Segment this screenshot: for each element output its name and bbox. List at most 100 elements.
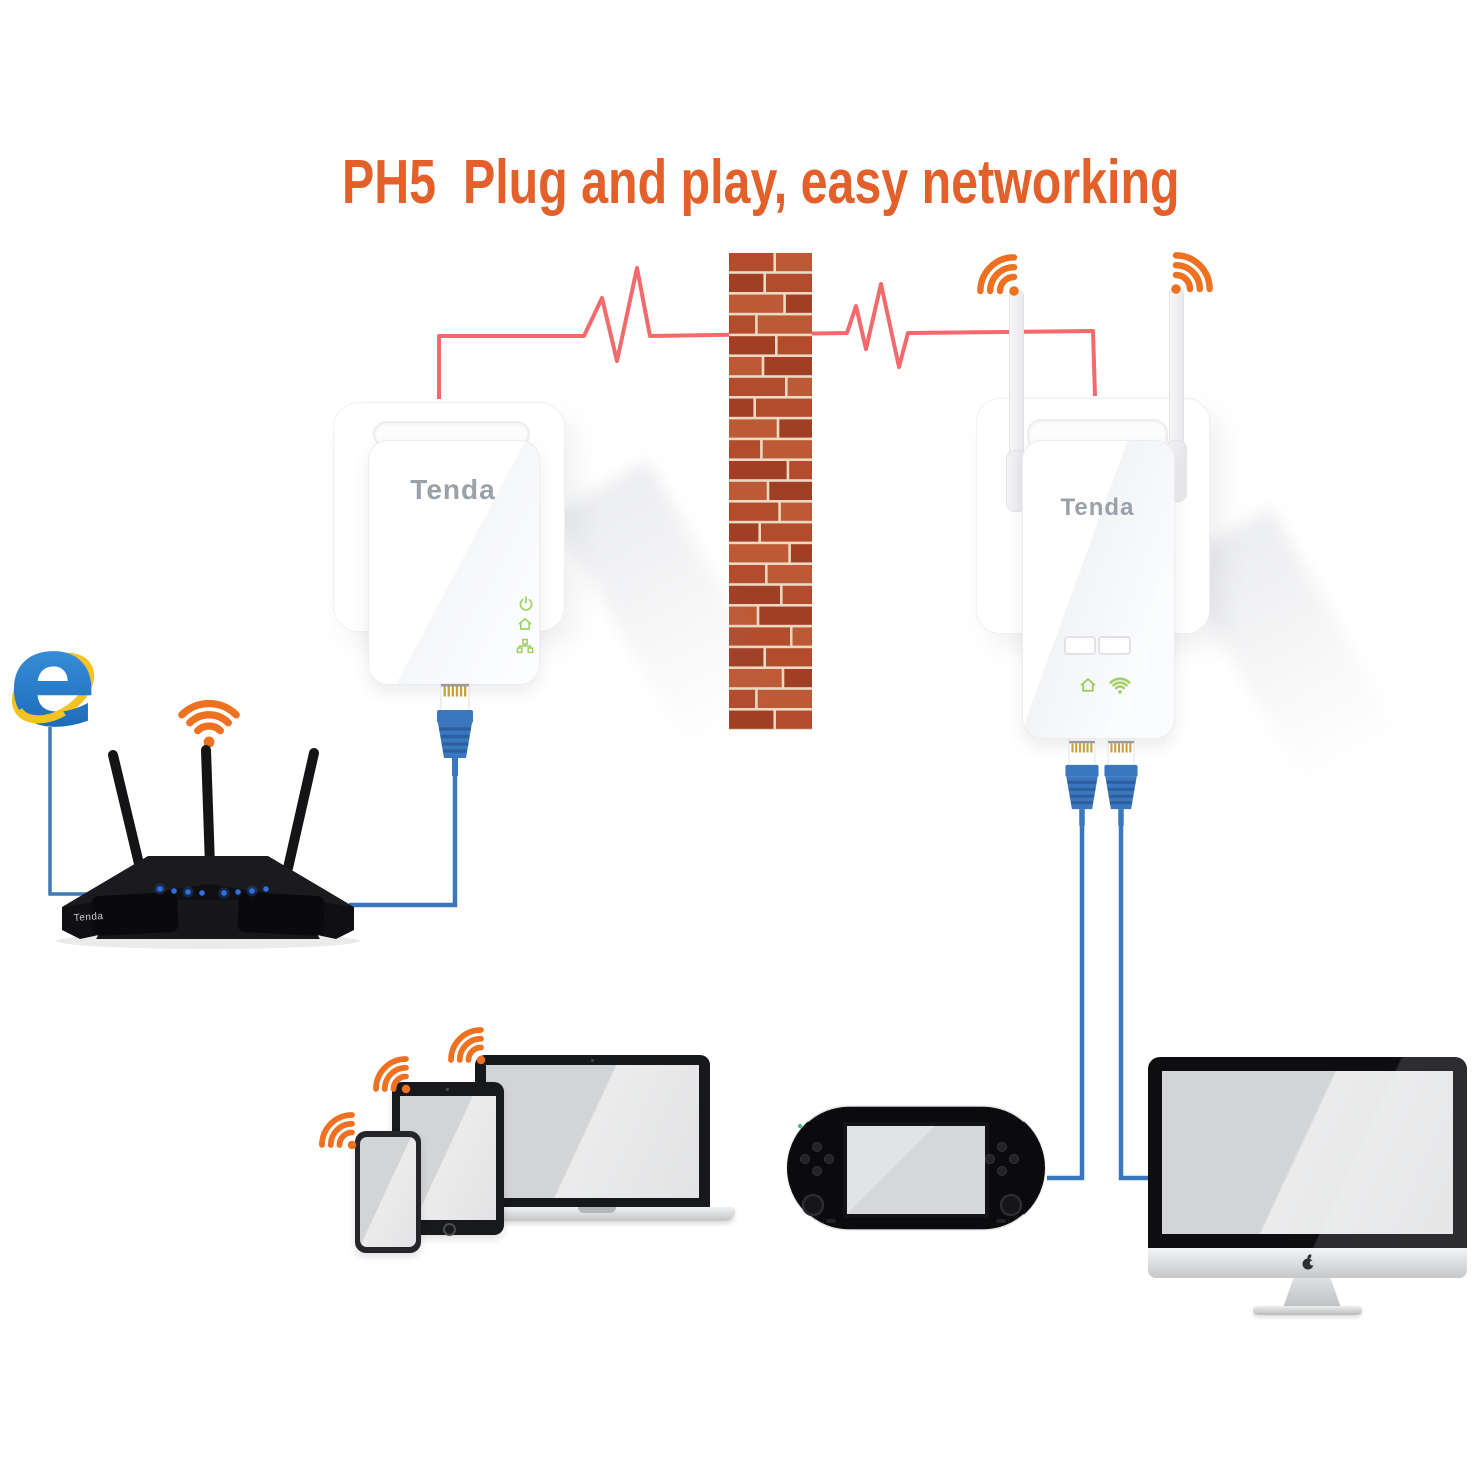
extender-wifi-icon-left bbox=[973, 250, 1034, 311]
brick bbox=[787, 377, 812, 396]
brick bbox=[729, 377, 785, 396]
brick bbox=[777, 336, 812, 355]
brick bbox=[729, 565, 765, 584]
brick bbox=[782, 585, 812, 604]
laptop-camera-dot bbox=[591, 1059, 594, 1062]
brick bbox=[756, 398, 812, 417]
left-powerline-adapter bbox=[368, 440, 540, 685]
brick bbox=[757, 689, 812, 708]
apple-logo-icon bbox=[1302, 1254, 1315, 1270]
router-wifi-icon bbox=[182, 704, 236, 748]
ie-gold-ring-front bbox=[15, 707, 66, 724]
router-led-strip bbox=[154, 883, 269, 899]
brick bbox=[792, 627, 812, 646]
internet-explorer-icon: e bbox=[8, 603, 98, 757]
laptop-lid-notch bbox=[578, 1207, 616, 1213]
console-left-stick bbox=[801, 1193, 825, 1217]
tablet-home-button bbox=[443, 1223, 456, 1236]
brick bbox=[729, 357, 762, 376]
brick bbox=[729, 419, 777, 438]
brick bbox=[759, 606, 812, 625]
brick bbox=[729, 689, 756, 708]
brick bbox=[729, 253, 774, 272]
homeplug-led-icon bbox=[518, 617, 532, 630]
extender-pair-button-2 bbox=[1098, 636, 1131, 655]
brick bbox=[729, 606, 757, 625]
brick bbox=[776, 710, 812, 729]
monitor-stand bbox=[1283, 1278, 1341, 1308]
extender-pair-button-1 bbox=[1064, 636, 1096, 655]
cable-extender-to-console bbox=[1047, 810, 1085, 1181]
monitor-bezel-reflection bbox=[1148, 1057, 1467, 1248]
right-wifi-powerline-extender bbox=[1022, 440, 1175, 739]
brick bbox=[729, 273, 764, 292]
smartphone-screen bbox=[360, 1137, 416, 1247]
brick bbox=[729, 398, 754, 417]
brick bbox=[785, 294, 812, 313]
laptop-screen bbox=[486, 1065, 699, 1198]
brick bbox=[761, 523, 812, 542]
cable-browser-to-router bbox=[48, 727, 97, 896]
console-dpad bbox=[800, 1142, 834, 1176]
router-right-pod bbox=[237, 892, 325, 936]
right-extender-brand-logo: Tenda bbox=[1060, 494, 1135, 521]
brick bbox=[779, 419, 812, 438]
laptop-base bbox=[461, 1207, 735, 1221]
brick bbox=[776, 253, 812, 272]
brick bbox=[729, 669, 782, 688]
brick bbox=[729, 627, 790, 646]
phone-wifi-icon bbox=[316, 1109, 370, 1163]
brick bbox=[729, 315, 756, 334]
laptop-wifi-icon bbox=[445, 1024, 499, 1078]
console-power-led bbox=[797, 1123, 803, 1129]
extender-homeplug-led-icon bbox=[1080, 678, 1096, 692]
brick bbox=[729, 461, 787, 480]
brick bbox=[764, 357, 812, 376]
brick bbox=[766, 648, 812, 667]
tablet-wifi-icon bbox=[370, 1053, 424, 1107]
headline: PH5 Plug and play, easy networking bbox=[342, 148, 1180, 217]
router-antennas bbox=[108, 745, 319, 873]
console-face-buttons bbox=[985, 1142, 1019, 1176]
console-screen bbox=[843, 1122, 989, 1218]
extender-wifi-led-icon bbox=[1109, 677, 1131, 696]
brick bbox=[769, 481, 812, 500]
brick bbox=[729, 294, 784, 313]
extender-wifi-icon-right bbox=[1156, 248, 1217, 309]
handheld-game-console bbox=[786, 1105, 1046, 1231]
rj45-connector-left-adapter bbox=[435, 682, 475, 778]
brick bbox=[729, 648, 764, 667]
ie-gold-ring bbox=[11, 652, 95, 724]
brick bbox=[780, 502, 812, 521]
router-brand-label: Tenda bbox=[73, 911, 103, 924]
brick bbox=[767, 565, 812, 584]
monitor-screen bbox=[1162, 1071, 1453, 1234]
rj45-connector-extender-2 bbox=[1102, 739, 1140, 828]
brick-wall bbox=[729, 253, 813, 730]
powerline-signal-path bbox=[437, 266, 1097, 399]
console-select-button bbox=[826, 1219, 836, 1223]
rj45-connector-extender-1 bbox=[1063, 739, 1101, 828]
brick bbox=[762, 440, 812, 459]
cable-router-to-adapter bbox=[349, 770, 458, 908]
brick bbox=[729, 523, 759, 542]
brick bbox=[729, 502, 779, 521]
brick-pattern bbox=[729, 253, 813, 730]
monitor-chin bbox=[1148, 1248, 1467, 1278]
brick bbox=[729, 585, 780, 604]
router-left-pod bbox=[91, 892, 179, 936]
brick bbox=[729, 544, 789, 563]
ie-letter: e bbox=[8, 603, 98, 757]
brick bbox=[729, 440, 761, 459]
brick bbox=[729, 336, 775, 355]
brick bbox=[757, 315, 812, 334]
brick bbox=[729, 481, 767, 500]
brick bbox=[766, 273, 812, 292]
console-start-button bbox=[996, 1219, 1006, 1223]
brick bbox=[729, 710, 774, 729]
console-right-stick bbox=[999, 1193, 1023, 1217]
power-led-icon bbox=[519, 596, 533, 611]
